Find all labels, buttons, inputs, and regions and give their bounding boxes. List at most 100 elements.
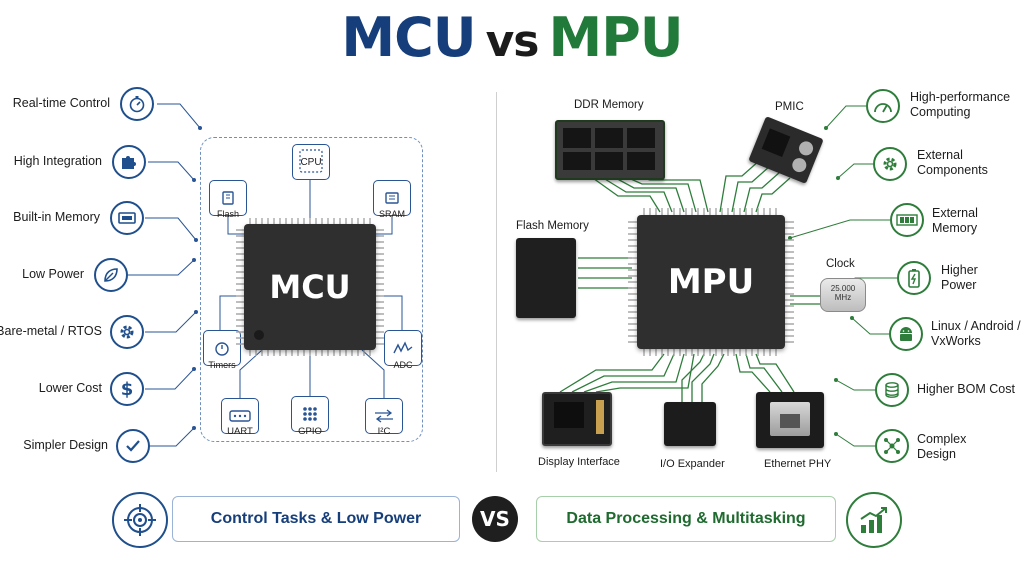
connector-mcu-feature-1 <box>157 103 201 129</box>
trace-pmic-3 <box>743 171 781 213</box>
clock-frequency: 25.000 <box>830 284 856 293</box>
mpu-summary-box: Data Processing & Multitasking <box>536 496 836 542</box>
mcu-feature-label: Lower Cost <box>38 381 102 395</box>
trace-eth-1 <box>735 353 771 393</box>
flash-block <box>209 180 247 216</box>
mcu-feature-label: Simpler Design <box>23 438 108 452</box>
uart-label: UART <box>227 426 253 437</box>
trace-eth-3 <box>755 353 795 393</box>
display-interface-module <box>542 392 612 446</box>
flash-memory-chip <box>516 238 576 318</box>
connector-flash <box>227 215 248 235</box>
trace-io-2 <box>691 353 715 402</box>
clock-crystal: 25.000 MHz <box>820 278 866 312</box>
timer-icon <box>215 342 229 356</box>
ethernet-phy-module <box>756 392 824 448</box>
connector-adc <box>380 295 403 330</box>
ethernet-phy-label: Ethernet PHY <box>764 458 832 470</box>
flash-memory-label: Flash Memory <box>516 220 589 232</box>
dollar-icon: $ <box>110 372 144 406</box>
trace-display-1 <box>559 353 665 393</box>
connector-mpu-feature-6 <box>835 379 875 391</box>
waveform-icon <box>393 341 413 354</box>
mpu-feature-label: Linux / Android /VxWorks <box>931 319 1021 348</box>
center-divider <box>496 92 497 472</box>
trace-ddr-2 <box>599 175 673 213</box>
io-expander-chip <box>664 402 716 446</box>
connector-mcu-feature-6 <box>145 368 195 390</box>
io-expander-label: I/O Expander <box>660 458 725 470</box>
clock-unit: MHz <box>834 293 852 302</box>
trace-display-4 <box>595 353 695 393</box>
mcu-feature-label: Real-time Control <box>12 96 110 110</box>
connector-mcu-feature-3 <box>145 217 197 241</box>
mpu-chip-label: MPU <box>667 262 755 302</box>
mcu-feature-label: High Integration <box>13 154 102 168</box>
capacitor-2 <box>790 155 809 175</box>
title-vs: vs <box>485 16 540 67</box>
uart-block <box>221 398 259 434</box>
title-mcu: MCU <box>341 6 476 69</box>
trace-display-3 <box>583 353 685 393</box>
memory-card-icon <box>110 201 144 235</box>
connector-i2c <box>361 349 385 398</box>
mcu-feature-label: Bare-metal / RTOS <box>0 324 102 338</box>
trace-ddr-4 <box>623 175 697 213</box>
cpu-icon <box>299 149 323 173</box>
i2c-label: I²C <box>377 426 391 437</box>
speedometer-icon <box>866 89 900 123</box>
trace-pmic-4 <box>755 177 791 213</box>
gear-icon <box>873 147 907 181</box>
growth-chart-icon <box>846 492 902 548</box>
connector-mpu-feature-2 <box>837 163 873 179</box>
stopwatch-icon <box>120 87 154 121</box>
pin1-marker <box>254 330 264 340</box>
connector-mcu-feature-5 <box>145 311 197 333</box>
coins-icon <box>875 373 909 407</box>
mcu-chip: MCU <box>236 216 384 358</box>
title-mpu: MPU <box>548 6 683 69</box>
cpu-label: CPU <box>300 156 322 168</box>
mcu-summary-box: Control Tasks & Low Power <box>172 496 460 542</box>
ddr-memory-module <box>555 120 665 180</box>
rj45-port-icon <box>770 402 810 436</box>
network-icon <box>875 429 909 463</box>
sram-label: SRAM <box>378 209 405 219</box>
connector-sram <box>373 215 393 235</box>
flash-icon <box>222 191 234 205</box>
trace-pmic-2 <box>731 165 771 213</box>
ddr-label: DDR Memory <box>574 99 644 111</box>
pmic-label: PMIC <box>775 101 804 113</box>
connector-mpu-feature-3 <box>789 219 890 239</box>
trace-pmic-1 <box>719 159 761 213</box>
bus-arrows-icon <box>375 409 393 423</box>
connector-mpu-feature-7 <box>835 433 875 447</box>
connector-mcu-feature-2 <box>148 161 195 181</box>
puzzle-icon <box>112 145 146 179</box>
mcu-peripheral-group <box>200 137 423 442</box>
target-icon <box>112 492 168 548</box>
pin-grid-icon <box>303 407 317 421</box>
sram-block <box>373 180 411 216</box>
serial-port-icon <box>229 410 251 422</box>
connector-mcu-feature-4 <box>128 259 195 276</box>
mpu-summary-text: Data Processing & Multitasking <box>566 510 806 527</box>
flash-label: Flash <box>216 209 239 219</box>
mcu-feature-label: Built-in Memory <box>13 210 100 224</box>
check-icon <box>116 429 150 463</box>
mcu-chip-pins <box>236 218 384 356</box>
trace-io-1 <box>681 353 705 402</box>
mcu-feature-label: Low Power <box>22 267 84 281</box>
ram-icon <box>890 203 924 237</box>
sram-icon <box>385 192 399 204</box>
connector-mcu-feature-7 <box>148 427 195 447</box>
mpu-feature-label: Higher BOM Cost <box>917 382 1015 396</box>
gpio-label: GPIO <box>298 426 322 437</box>
adc-block <box>384 330 422 366</box>
timers-label: Timers <box>208 360 236 370</box>
